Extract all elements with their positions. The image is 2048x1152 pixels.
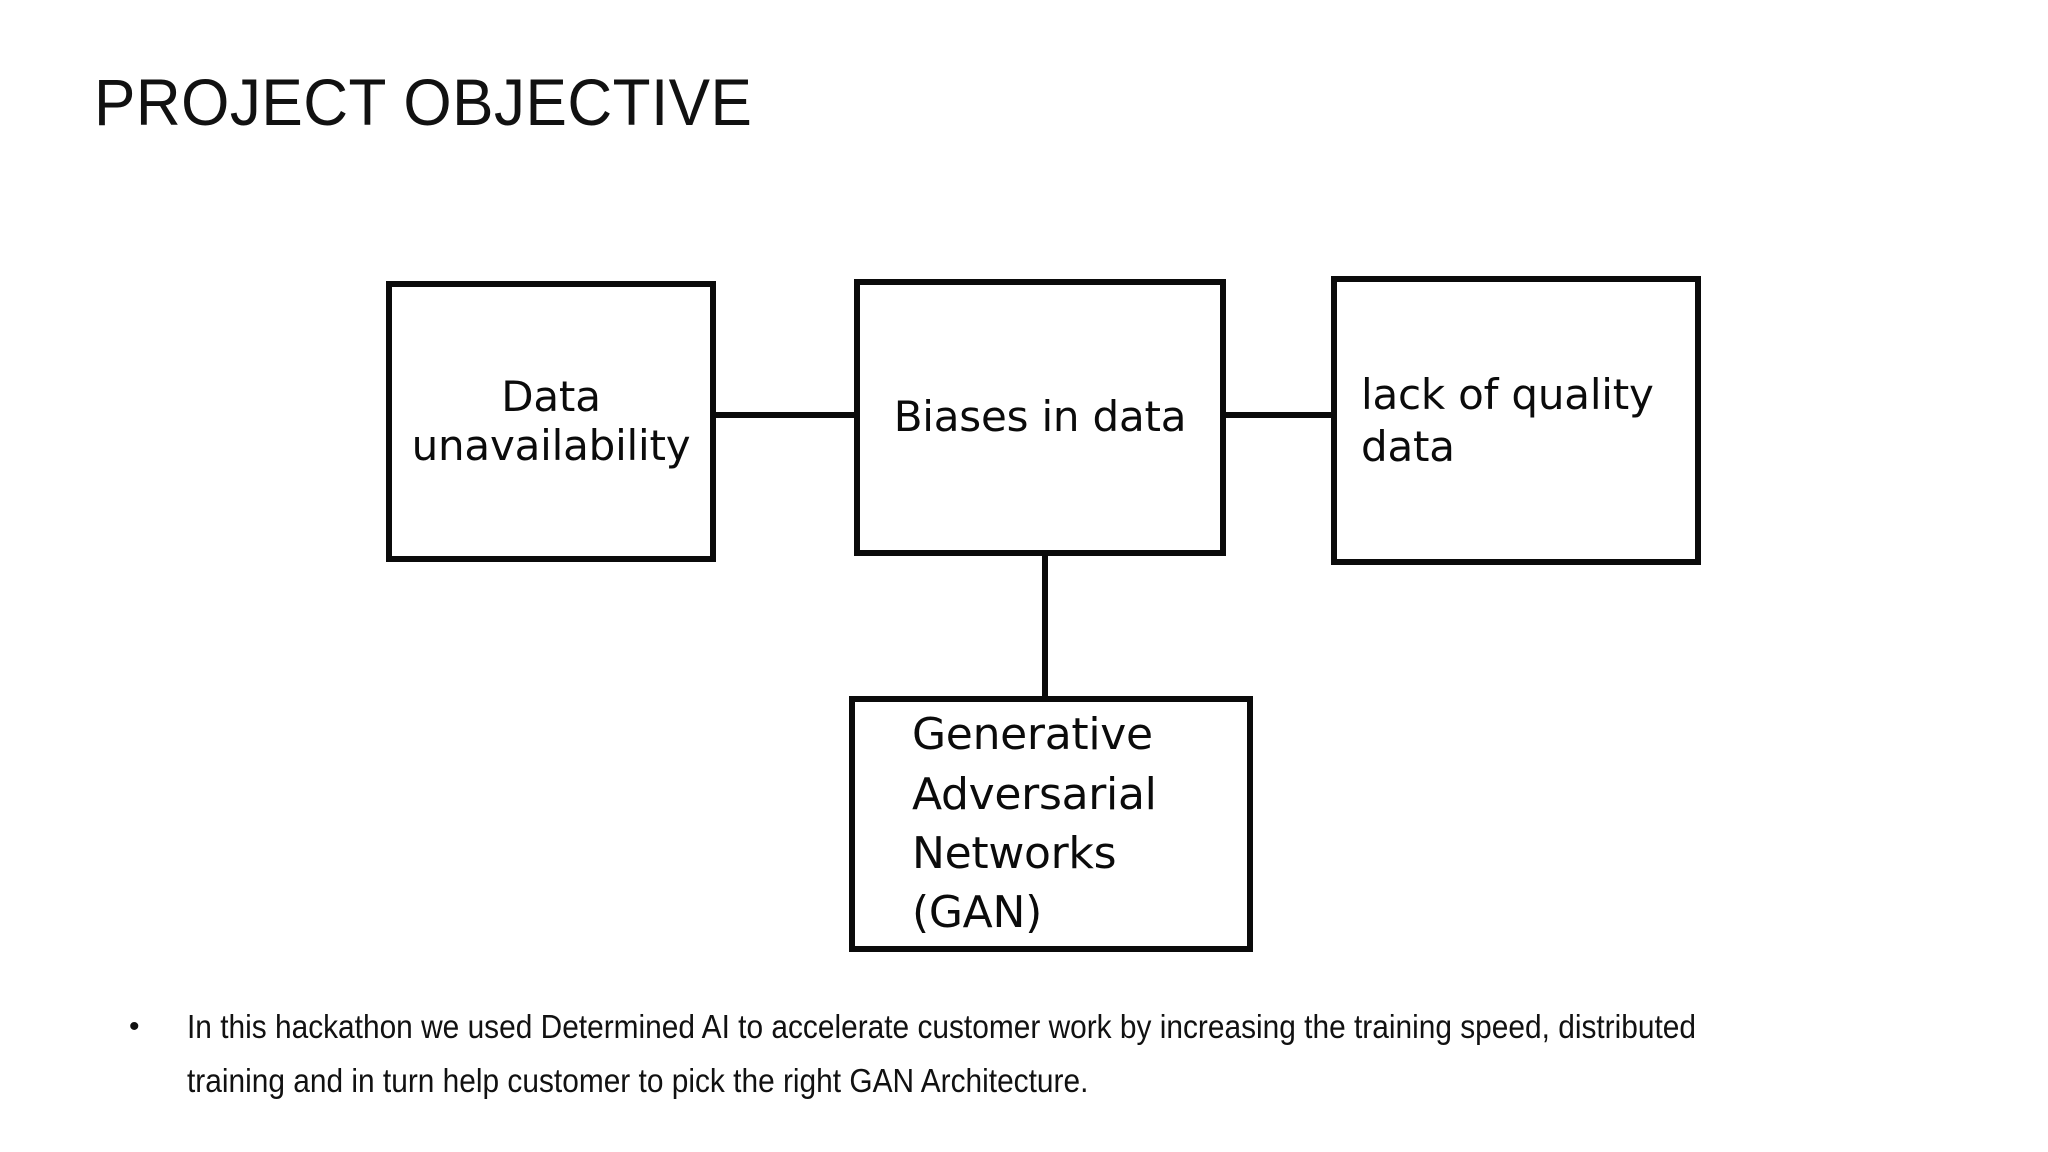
connector-line-data-to-biases [712, 412, 858, 418]
list-item: • In this hackathon we used Determined A… [123, 1000, 1953, 1108]
diagram-node-data-unavailability[interactable]: Data unavailability [386, 281, 716, 562]
bullet-item-text: In this hackathon we used Determined AI … [187, 1008, 1697, 1099]
connector-line-biases-to-lack [1222, 412, 1335, 418]
diagram-node-lack-of-quality-data[interactable]: lack of quality data [1331, 276, 1701, 565]
diagram-node-gan[interactable]: Generative Adversarial Networks (GAN) [849, 696, 1253, 952]
page-title: PROJECT OBJECTIVE [94, 65, 753, 140]
diagram-node-label: Generative Adversarial Networks (GAN) [912, 709, 1157, 939]
bullet-point-icon: • [129, 1010, 140, 1043]
bullet-list: • In this hackathon we used Determined A… [123, 1000, 1953, 1108]
diagram-node-label: Biases in data [893, 392, 1187, 442]
diagram-node-label: lack of quality data [1361, 370, 1654, 471]
connector-line-biases-to-gan [1042, 553, 1048, 699]
diagram-node-label: Data unavailability [411, 371, 691, 470]
diagram-node-biases-in-data[interactable]: Biases in data [854, 279, 1226, 556]
